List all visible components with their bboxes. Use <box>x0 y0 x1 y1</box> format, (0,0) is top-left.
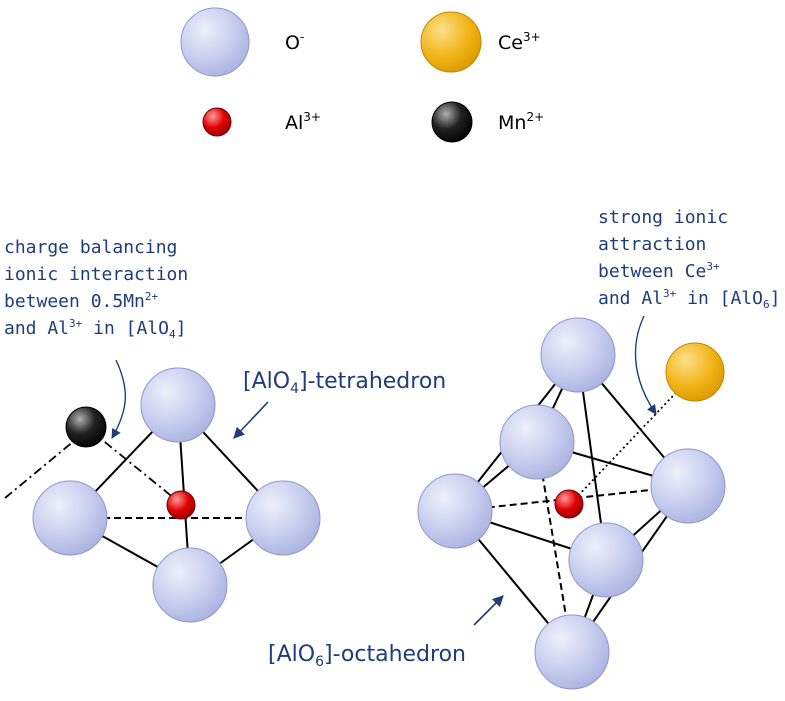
octa-oxygen-back <box>499 404 575 480</box>
octa-oxygen-top <box>540 317 616 393</box>
note-left-line-1: charge balancing <box>4 237 177 258</box>
note-charge-balancing: charge balancing ionic interaction betwe… <box>4 237 188 341</box>
octahedron-label-arrow <box>473 595 504 626</box>
legend-oxygen-ball <box>180 7 250 77</box>
legend-oxygen-label: O- <box>285 30 304 54</box>
manganese-ion <box>65 406 107 448</box>
note-right-line-2: attraction <box>598 234 706 255</box>
tetra-oxygen-left <box>32 480 108 556</box>
octa-aluminum <box>554 489 584 519</box>
note-left-line-2: ionic interaction <box>4 264 188 285</box>
octa-oxygen-right <box>650 448 726 524</box>
tetra-oxygen-bottom <box>152 547 228 623</box>
octa-edge-back <box>454 485 689 512</box>
note-right-line-1: strong ionic <box>598 207 728 228</box>
tetrahedron-label: [AlO4]-tetrahedron <box>243 369 446 397</box>
legend-aluminum-ball <box>202 107 232 137</box>
octa-oxygen-front <box>568 522 644 598</box>
note-left-line-3: between 0.5Mn2+ <box>4 290 159 312</box>
alo4-tetrahedron <box>4 367 321 623</box>
legend-manganese-ball <box>431 101 473 143</box>
legend-cerium-ball <box>420 11 482 73</box>
tetra-oxygen-right <box>245 480 321 556</box>
note-right-line-4: and Al3+ in [AlO6] <box>598 287 780 311</box>
legend-manganese-label: Mn2+ <box>498 110 544 134</box>
note-strong-ionic-attraction: strong ionic attraction between Ce3+ and… <box>598 207 780 311</box>
ionic-attraction-pointer <box>634 315 657 415</box>
alo6-octahedron <box>417 317 726 690</box>
legend: O- Ce3+ Al3+ Mn2+ <box>180 7 544 143</box>
ce-al-attraction-line <box>573 377 691 501</box>
octahedron-label: [AlO6]-octahedron <box>268 642 466 670</box>
mn-al-interaction-line <box>89 429 181 504</box>
octa-oxygen-bottom <box>534 614 610 690</box>
note-left-line-4: and Al3+ in [AlO4] <box>4 317 186 341</box>
tetra-oxygen-top <box>140 367 216 443</box>
tetrahedron-label-arrow <box>233 401 269 439</box>
charge-balancing-pointer <box>111 359 126 439</box>
cerium-ion <box>665 342 725 402</box>
legend-aluminum-label: Al3+ <box>285 110 321 134</box>
mn-extension-line <box>4 435 81 499</box>
note-right-line-3: between Ce3+ <box>598 260 720 282</box>
octa-oxygen-left <box>417 473 493 549</box>
legend-cerium-label: Ce3+ <box>498 30 541 54</box>
tetra-aluminum <box>166 490 196 520</box>
